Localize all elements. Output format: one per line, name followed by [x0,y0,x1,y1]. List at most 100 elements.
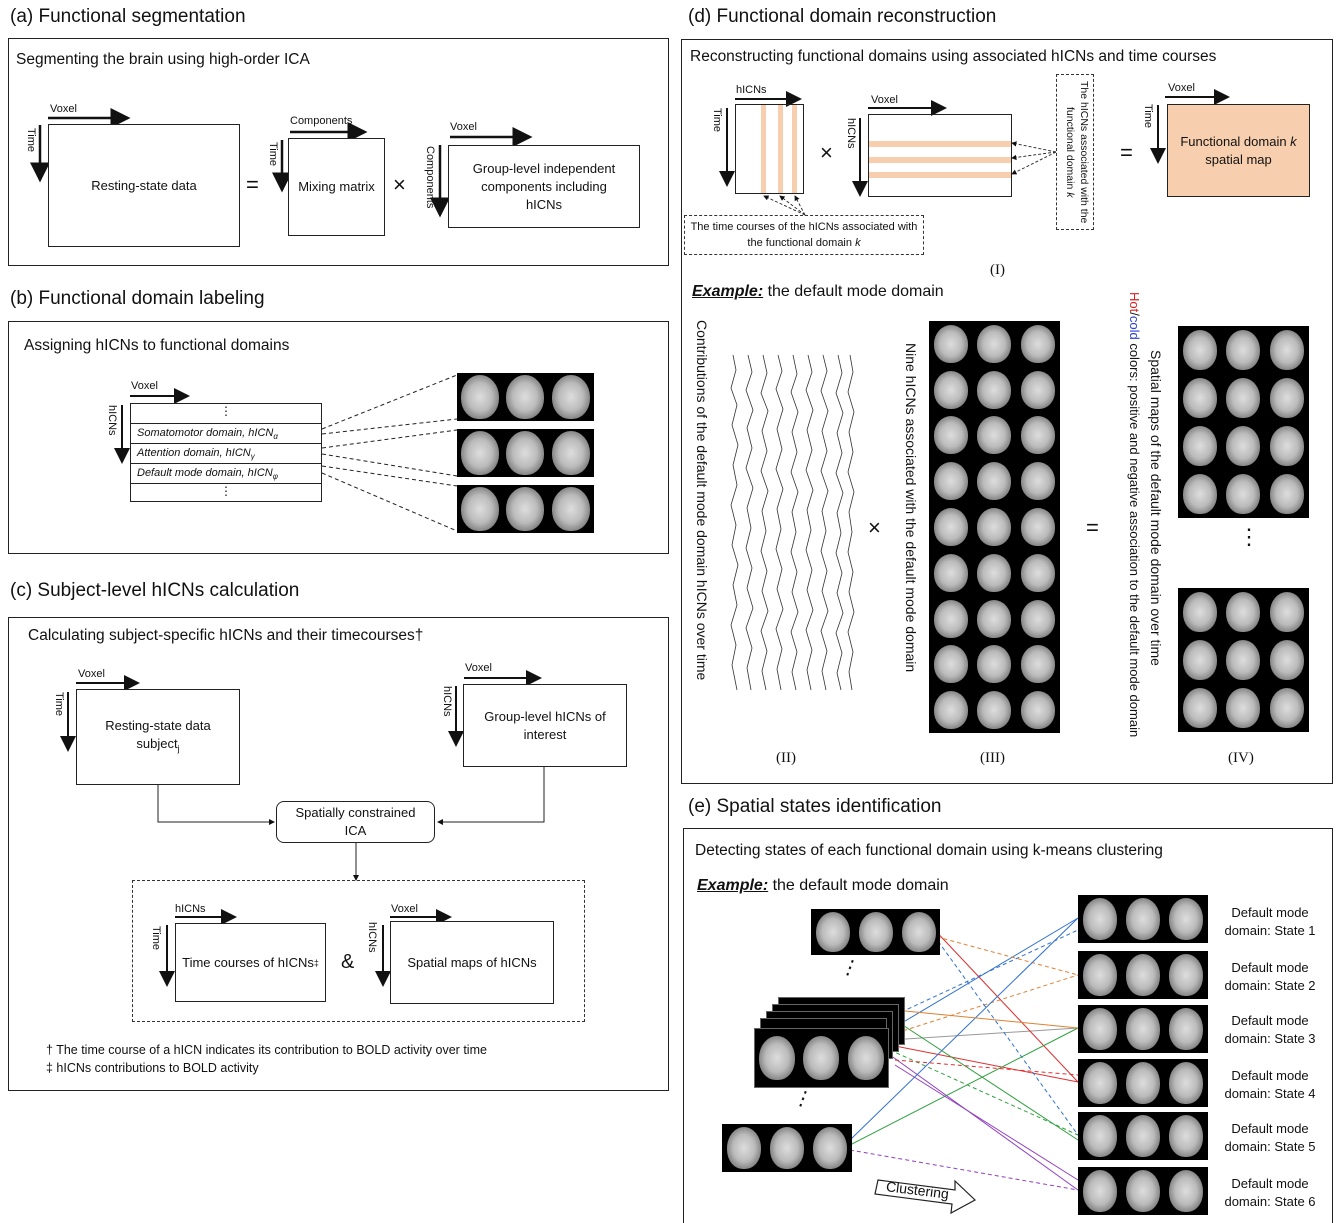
brain-image [1270,378,1305,418]
tc-matrix [735,104,804,194]
brain-image [1125,954,1160,996]
mixing-matrix-box: Mixing matrix [288,138,385,236]
state-5-images [1078,1112,1208,1160]
section-b-subtitle: Assigning hICNs to functional domains [24,337,290,354]
brain-row-somatomotor [457,373,594,421]
voxel-label: Voxel [465,662,492,674]
brain-image [552,487,591,531]
brain-image [759,1036,796,1080]
group-ic-box: Group-level independent components inclu… [448,145,640,228]
brain-image [506,431,545,475]
hicns-label: hICNs [845,118,857,149]
brain-image [933,507,968,546]
brain-image [552,375,591,419]
brain-image [1182,426,1217,466]
brain-image [1226,378,1261,418]
brain-image [460,431,499,475]
brain-image [933,691,968,730]
table-row-default-mode: Default mode domain, hICNφ [131,463,321,484]
brain-image [1125,1170,1160,1212]
equals-sign: = [1120,140,1133,165]
spatial-maps-over-time-label: Spatial maps of the default mode domain … [1148,350,1164,666]
brain-image [769,1127,804,1169]
components-label: Components [424,146,436,209]
state-4-images [1078,1059,1208,1107]
brain-image [1182,378,1217,418]
stripe [869,157,1011,163]
label-I: (I) [990,262,1005,278]
stripe [869,172,1011,178]
time-courses-box: Time courses of hICNs‡ [175,923,326,1002]
brain-image [1021,645,1056,684]
domain-table: ⋮ Somatomotor domain, hICNα Attention do… [130,403,322,502]
time-courses [730,354,855,691]
brain-image [933,645,968,684]
outputs-dashed-box [132,880,585,1022]
brain-image [977,553,1012,592]
brain-image [813,1127,848,1169]
hicns-associated-note: The hICNs associated with the functional… [1056,74,1094,230]
brain-image [1082,898,1117,940]
panel-e [683,828,1333,1223]
brain-image [1182,330,1217,370]
time-label: Time [150,926,162,951]
brain-image [1125,898,1160,940]
brain-image [933,416,968,455]
brain-image [506,375,545,419]
hicns-label: hICNs [106,405,118,436]
voxel-label: Voxel [871,94,898,106]
spatial-maps-box: Spatial maps of hICNs [390,921,554,1004]
brain-image [1169,1115,1204,1157]
brain-image [977,645,1012,684]
table-dots: ⋮ [220,484,232,498]
brain-image [1082,1170,1117,1212]
brain-image [1182,640,1217,680]
table-row-attention: Attention domain, hICNγ [131,443,321,463]
brain-image [726,1127,761,1169]
state-2-images [1078,951,1208,999]
stripe [792,105,797,193]
panel-c [8,617,669,1091]
brain-image [1082,1008,1117,1050]
times-sign: × [868,515,881,540]
brain-image [933,462,968,501]
contributions-label: Contributions of the default mode domain… [694,320,710,681]
constrained-ica-box: Spatially constrained ICA [276,801,435,843]
brain-image [1125,1062,1160,1104]
brain-image [1182,688,1217,728]
brain-image [933,324,968,363]
hicns-label: hICNs [366,922,378,953]
time-courses-note: The time courses of the hICNs associated… [684,215,924,255]
example-label: Example: the default mode domain [692,283,944,300]
brain-image [1169,1170,1204,1212]
section-b-heading: (b) Functional domain labeling [10,288,265,309]
equals-sign: = [246,172,259,197]
ampersand: & [341,951,355,973]
times-sign: × [393,172,406,197]
section-a-subtitle: Segmenting the brain using high-order IC… [16,51,310,68]
hicns-label: hICNs [175,903,206,915]
brain-image [977,416,1012,455]
brain-image [1226,640,1261,680]
brain-image [933,599,968,638]
brain-image [1270,688,1305,728]
brain-image [1226,330,1261,370]
components-label: Components [290,115,353,127]
brain-image [552,431,591,475]
panel-a [8,38,669,266]
time-label: Time [25,128,37,153]
time-label: Time [267,142,279,167]
table-dots: ⋮ [220,404,232,418]
brain-image [977,462,1012,501]
brain-image [506,487,545,531]
footnote-1: † The time course of a hICN indicates it… [46,1043,487,1057]
panel-b [8,321,669,554]
section-e-heading: (e) Spatial states identification [688,796,942,817]
brain-image [858,912,893,952]
brain-image [933,553,968,592]
brain-image [803,1036,840,1080]
vertical-dots: ⋮ [1238,524,1260,549]
